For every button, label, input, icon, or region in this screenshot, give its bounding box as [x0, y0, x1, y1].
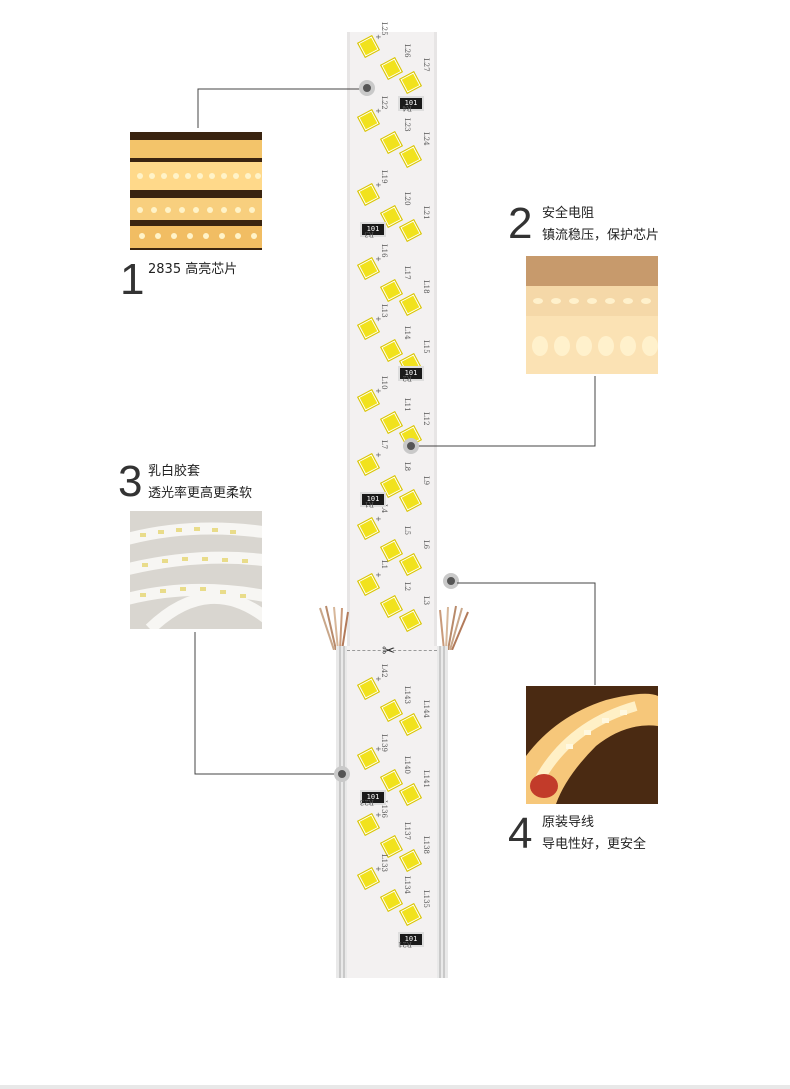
- cut-line: [347, 650, 437, 651]
- photo-white-sleeve: [130, 511, 262, 629]
- callout-caption: 透光率更高更柔软: [148, 486, 253, 501]
- strip-edge: [434, 32, 437, 652]
- callout-number: 4: [508, 809, 533, 858]
- callout-caption: 2835 高亮芯片: [148, 262, 238, 277]
- warm-strip-image: [526, 256, 658, 374]
- callout-number: 3: [118, 457, 143, 506]
- callout-number: 1: [120, 255, 145, 304]
- connector-3: [194, 632, 340, 775]
- bottom-divider: [0, 1085, 790, 1089]
- callout-caption: 安全电阻: [542, 206, 595, 221]
- strip-edge: [347, 32, 350, 652]
- marker-dot: [403, 438, 419, 454]
- callout-number: 2: [508, 199, 533, 248]
- wire-ends-left: [319, 605, 349, 650]
- marker-dot: [359, 80, 375, 96]
- wire-rail: [343, 646, 345, 978]
- wire-rail: [339, 646, 341, 978]
- photo-wire-end: [526, 686, 658, 804]
- scissors-icon: ✂: [382, 641, 396, 660]
- warm-led-rows: [130, 132, 262, 250]
- white-strips-image: [130, 511, 262, 629]
- connector-2: [418, 376, 596, 447]
- callout-caption: 乳白胶套: [148, 464, 201, 479]
- photo-resistor-strip: [526, 256, 658, 374]
- callout-caption: 镇流稳压，保护芯片: [542, 228, 660, 243]
- marker-dot: [334, 766, 350, 782]
- wire-rail: [439, 646, 441, 978]
- photo-led-closeup: [130, 132, 262, 250]
- wire-rail: [443, 646, 445, 978]
- connector-1: [197, 88, 360, 128]
- glowing-strip-image: [526, 686, 658, 804]
- led-strip-lower: [336, 646, 448, 978]
- marker-dot: [443, 573, 459, 589]
- strip-pcb: [347, 646, 437, 978]
- callout-caption: 原装导线: [542, 815, 595, 830]
- connector-4: [457, 582, 596, 685]
- callout-caption: 导电性好，更安全: [542, 837, 647, 852]
